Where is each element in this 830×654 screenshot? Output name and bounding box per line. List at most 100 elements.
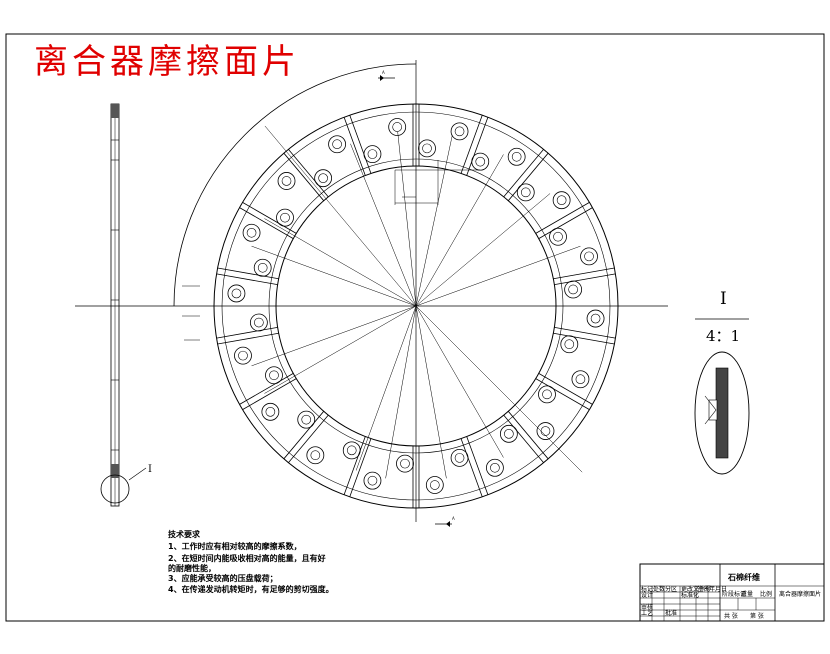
rivet-hole-inner (246, 227, 257, 238)
rivet-hole (306, 446, 325, 465)
angle-ray (264, 218, 417, 307)
radial-groove-line (507, 152, 549, 201)
rivet-hole (253, 258, 272, 277)
rivet-hole (564, 280, 583, 299)
rivet-hole (538, 385, 556, 404)
side-view-hatch-top (111, 104, 119, 118)
rivet-hole-inner (430, 480, 440, 490)
rivet-hole (507, 147, 526, 166)
rivet-hole (580, 247, 598, 266)
title-block-cell: 设计 (641, 591, 653, 599)
title-block-cell: 处数 (653, 585, 665, 593)
tech-req-item: 1、工作时应有相对较高的摩擦系数， (168, 541, 302, 551)
rivet-hole-inner (332, 139, 342, 150)
rivet-hole-inner (553, 231, 563, 242)
title-block-cell: 分区 (665, 585, 677, 593)
rivet-hole (388, 118, 407, 136)
rivet-hole-inner (590, 313, 601, 324)
rivet-hole-inner (265, 407, 276, 417)
radial-groove-line (553, 267, 615, 280)
radial-groove-line (288, 149, 329, 198)
rivet-hole (234, 346, 252, 365)
title-block-cell: 标准化 (681, 591, 699, 599)
rivet-hole (425, 476, 444, 494)
radial-groove-line (283, 411, 325, 460)
rivet-hole-inner (584, 251, 594, 262)
title-block: 石棉纤维 离合器摩擦面片 标记 处数 分区 更改文件号 签名 年月日 设计 标准… (639, 563, 825, 622)
drawing-title: 离合器摩擦面片 (34, 42, 300, 82)
radial-groove-line (554, 326, 616, 339)
radial-groove-line (216, 326, 278, 339)
rivet-hole (549, 227, 567, 246)
rivet-hole-inner (367, 149, 378, 159)
rivet-hole-inner (540, 426, 551, 436)
side-view: I (100, 103, 152, 507)
rivet-hole-inner (318, 173, 328, 183)
rivet-hole (227, 284, 246, 303)
rivet-hole-inner (231, 288, 242, 299)
radial-groove-line (554, 273, 616, 286)
detail-view: I 4：1 (694, 289, 750, 475)
tech-req-heading: 技术要求 (168, 529, 201, 539)
rivet-hole (450, 448, 469, 467)
angle-ray (397, 131, 417, 307)
rivet-hole-inner (367, 475, 378, 486)
rivet-hole-inner (281, 176, 292, 186)
detail-scale: 4：1 (706, 327, 740, 345)
outer-ring (213, 103, 619, 509)
rivet-hole-inner (301, 414, 312, 425)
angle-ray (415, 154, 504, 307)
rivet-hole-inner (454, 453, 465, 463)
rivet-hole (586, 309, 605, 328)
title-block-part-name: 离合器摩擦面片 (779, 590, 821, 598)
section-mark-top: A (378, 70, 395, 81)
hole-dimension-lines (394, 160, 480, 205)
radial-groove-line (535, 378, 590, 410)
rivet-hole (249, 313, 268, 332)
rivet-hole (552, 191, 571, 210)
side-view-detail-label: I (148, 464, 152, 475)
title-block-cell: 共 张 (724, 612, 738, 620)
title-block-cell: 阶段标记 (722, 590, 746, 598)
rivet-hole (261, 402, 280, 421)
rivet-hole (276, 208, 294, 227)
rivet-hole (450, 122, 469, 141)
rivet-hole (314, 169, 333, 188)
radial-groove-line (503, 414, 544, 463)
rivet-hole (242, 223, 261, 242)
rivet-hole (297, 410, 316, 429)
rivet-hole-inner (454, 126, 465, 137)
radial-groove-line (503, 149, 544, 198)
radial-groove-line (349, 438, 372, 497)
angle-ray (355, 305, 417, 471)
title-block-cell: 年月日 (709, 585, 727, 593)
radial-groove-line (216, 273, 278, 286)
rivet-hole-inner (310, 450, 321, 461)
tech-req-item: 2、在短时间内能吸收相对高的能量，且有好 (168, 553, 326, 563)
rivet-hole-inner (400, 458, 410, 469)
radial-groove-line (538, 207, 593, 239)
rivet-hole-inner (568, 284, 578, 295)
main-view: A A (75, 60, 668, 527)
tech-req-item: 3、应能承受较高的压盘载荷； (168, 573, 278, 584)
radial-groove-line (283, 152, 325, 201)
radial-groove-line (217, 332, 279, 345)
rivet-hole-inner (392, 122, 402, 132)
angle-ray (415, 305, 583, 473)
side-view-hatch-bottom (111, 464, 119, 478)
radial-groove-line (538, 373, 593, 405)
title-block-cell: 审核 (641, 603, 653, 611)
rivet-hole-inner (490, 462, 500, 473)
svg-text:A: A (452, 516, 455, 521)
rivet-hole (418, 139, 436, 158)
radial-groove-line (466, 117, 489, 176)
inner-ring (275, 165, 557, 447)
rivet-hole-inner (564, 339, 575, 350)
angle-ray (415, 305, 447, 479)
radial-groove-line (535, 202, 590, 234)
technical-requirements: 技术要求 1、工作时应有相对较高的摩擦系数， 2、在短时间内能吸收相对高的能量，… (168, 529, 334, 594)
radial-groove-line (553, 332, 615, 345)
angle-ray (350, 143, 417, 307)
outer-dimension-arc (173, 63, 417, 307)
